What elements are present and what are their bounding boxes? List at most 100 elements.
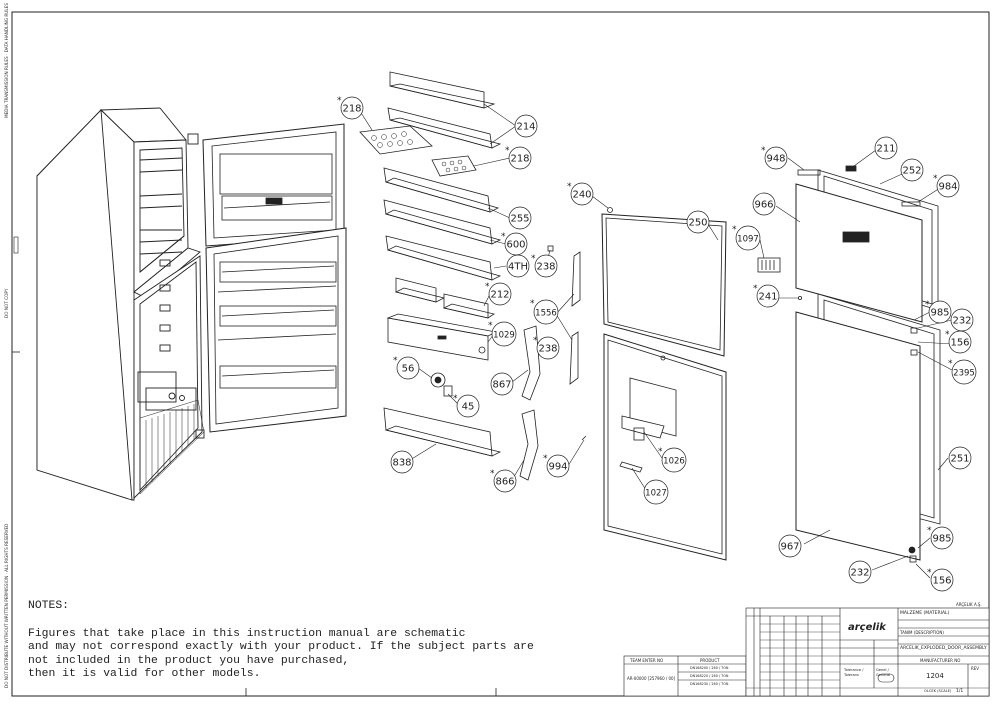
callout-circle (848, 560, 872, 584)
callout-label: 238 (536, 261, 555, 272)
callout-circle (536, 336, 560, 360)
callout-c45: 45 * (453, 394, 480, 418)
callout-label: 1027 (645, 488, 667, 498)
callout-c966: 966 (752, 192, 776, 216)
callout-circle (643, 479, 669, 505)
notes-section: NOTES: Figures that take place in this i… (28, 600, 628, 682)
callout-label: 967 (780, 541, 799, 552)
callout-label: 255 (510, 213, 529, 224)
title-block (623, 607, 990, 697)
callout-c1029: 1029* (488, 321, 517, 347)
callout-c985b: 985* (927, 526, 954, 550)
notes-line-2: and may not correspond exactly with your… (28, 641, 534, 653)
callout-c838: 838 (390, 450, 414, 474)
callout-label: 4TH (508, 261, 528, 272)
asterisk-mark: * (567, 182, 572, 192)
asterisk-mark: * (533, 336, 538, 346)
callout-circle (340, 96, 364, 120)
callout-label: 56 (402, 363, 415, 374)
callout-circle (764, 146, 788, 170)
asterisk-mark: * (488, 321, 493, 331)
callout-circle (930, 568, 954, 592)
asterisk-mark: * (543, 454, 548, 464)
callout-c214: 214 (514, 114, 538, 138)
callout-label: 232 (850, 567, 869, 578)
asterisk-mark: * (490, 469, 495, 479)
asterisk-mark: * (761, 146, 766, 156)
callout-circle (514, 114, 538, 138)
callout-label: 1097 (737, 234, 759, 244)
callout-circle (506, 254, 530, 278)
callout-label: 251 (950, 453, 969, 464)
callout-circle (756, 284, 780, 308)
notes-title: NOTES: (28, 600, 70, 612)
asterisk-mark: * (933, 174, 938, 184)
callout-circle (456, 394, 480, 418)
handle-parts (519, 207, 613, 481)
callout-label: 241 (758, 291, 777, 302)
callout-c240: 240* (567, 182, 594, 206)
callout-c984: 984* (933, 174, 960, 198)
callout-circle (390, 450, 414, 474)
callout-c1027: 1027 (643, 479, 669, 505)
asterisk-mark: * (658, 447, 663, 457)
callout-circle (948, 446, 972, 470)
callout-c967: 967 (778, 534, 802, 558)
callout-c985a: 985* (925, 300, 952, 324)
callout-circle (533, 299, 559, 325)
callout-circle (752, 192, 776, 216)
callout-label: 1556 (535, 308, 557, 318)
callout-c238a: 238* (531, 254, 558, 278)
callout-label: 45 (462, 401, 475, 412)
callout-circle (735, 225, 761, 251)
asterisk-mark: * (453, 394, 458, 404)
callout-label: 214 (516, 121, 535, 132)
callout-label: 600 (506, 239, 525, 250)
callout-c212: 212* (485, 282, 512, 306)
callout-c238b: 238* (533, 336, 560, 360)
callout-circle (534, 254, 558, 278)
callout-label: 866 (495, 476, 514, 487)
asterisk-mark: * (393, 356, 398, 366)
notes-line-3: not included in the product you have pur… (28, 654, 350, 667)
callout-c2395: 2395* (948, 359, 977, 385)
side-marker (13, 236, 19, 254)
callout-circle (570, 182, 594, 206)
callout-c250: 250 (686, 210, 710, 234)
right-door-assembly (757, 165, 941, 563)
callout-c156b: 156* (927, 568, 954, 592)
asterisk-mark: * (505, 146, 510, 156)
asterisk-mark: * (530, 299, 535, 309)
callout-label: 252 (902, 165, 921, 176)
callout-c232b: 232 (848, 560, 872, 584)
callout-label: 2395 (953, 368, 975, 378)
callout-circle (396, 356, 420, 380)
callout-circle (546, 454, 570, 478)
callout-c156a: 156* (945, 330, 972, 354)
callout-c4th: 4TH (506, 254, 530, 278)
callout-label: 156 (932, 575, 951, 586)
callout-c211: 211 (874, 136, 898, 160)
callout-circle (778, 534, 802, 558)
callout-label: 985 (930, 307, 949, 318)
asterisk-mark: * (948, 359, 953, 369)
callout-circle (686, 210, 710, 234)
callout-label: 1029 (493, 330, 515, 340)
callout-c252: 252 (900, 158, 924, 182)
callout-circle (951, 359, 977, 385)
callout-label: 838 (392, 457, 411, 468)
asterisk-mark: * (925, 300, 930, 310)
asterisk-mark: * (337, 96, 342, 106)
side-text-middle: DO NOT COPY (4, 288, 9, 318)
callout-circle (661, 447, 687, 473)
asterisk-mark: * (753, 284, 758, 294)
callout-circle (490, 372, 514, 396)
callout-circle (493, 469, 517, 493)
callout-label: 966 (754, 199, 773, 210)
callout-c241: 241* (753, 284, 780, 308)
callout-label: 218 (510, 153, 529, 164)
side-text-bottom: DO NOT DISTRIBUTE WITHOUT WRITTEN PERMIS… (4, 523, 9, 688)
callout-circle (948, 330, 972, 354)
callout-circle (508, 146, 532, 170)
callout-label: 1026 (663, 456, 685, 466)
